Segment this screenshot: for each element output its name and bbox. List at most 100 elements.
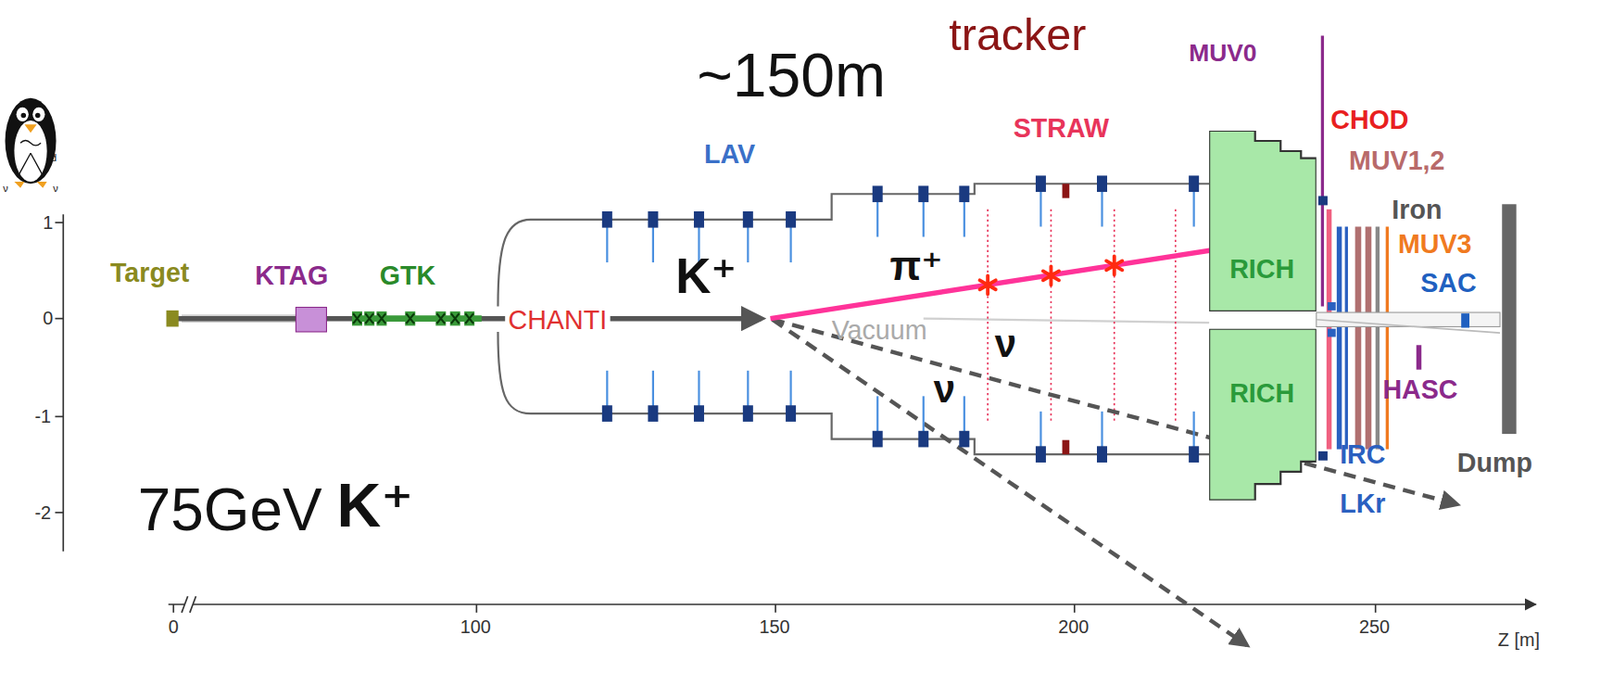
particle-name: ν: [995, 324, 1017, 364]
lav-station: [693, 370, 705, 422]
rich-label: RICH: [1229, 254, 1295, 282]
muv3: [1385, 226, 1389, 450]
rich-detector: RICH: [1209, 130, 1317, 312]
muv1: [1355, 226, 1362, 450]
detector-name: HASC: [1382, 375, 1458, 403]
penguin-neutrino: ν: [52, 183, 59, 194]
axis-tick: 250: [1359, 617, 1390, 636]
penguin-neutrino: ν: [2, 183, 9, 194]
detector-name: LKr: [1339, 490, 1386, 517]
track-hit: [1106, 255, 1122, 275]
axis-tick: -2: [34, 503, 51, 522]
lav-station: [647, 370, 658, 422]
detector-name: Iron: [1391, 195, 1442, 223]
dump: [1501, 203, 1516, 434]
detector-name: MUV1,2: [1348, 147, 1445, 175]
irc-block: [1327, 302, 1336, 311]
lav-station: [872, 395, 883, 447]
lav-block: [1318, 451, 1328, 461]
tracker: tracker: [948, 12, 1086, 57]
detector-name: CHANTI: [504, 304, 610, 334]
neutrino-track: [772, 319, 1248, 645]
particle-name: K⁺: [675, 251, 737, 302]
sac: [1461, 313, 1470, 328]
lav-station: [1096, 175, 1108, 227]
lav-station: [1188, 411, 1199, 463]
beam-energy: 75GeV: [138, 479, 323, 540]
lav-station: [743, 370, 754, 422]
axis-tick: 200: [1058, 617, 1089, 636]
axis-tick: 100: [460, 617, 492, 636]
lav-station: [743, 211, 754, 263]
axis-tick: -1: [34, 406, 51, 426]
axis-tick: 150: [758, 617, 790, 636]
lav-station: [1188, 175, 1199, 227]
gtk-station: [435, 311, 446, 326]
lkr: [1336, 226, 1343, 450]
lav-station: [918, 395, 929, 447]
lav-station: [958, 185, 970, 237]
gtk-station: [352, 311, 363, 326]
hasc: [1416, 344, 1423, 369]
muv2: [1365, 226, 1373, 450]
vacuum-vessel: [497, 183, 1210, 454]
beam-pipe: [1316, 319, 1500, 333]
gtk-station: [364, 311, 375, 326]
axis-title: Z [m]: [1498, 630, 1540, 650]
region-name: Vacuum: [831, 315, 928, 343]
lav-block: [1318, 195, 1328, 205]
lav-station: [918, 185, 929, 237]
lav-station: [872, 185, 883, 237]
detector-name: MUV0: [1188, 40, 1257, 65]
rich-outline: [1209, 130, 1317, 312]
detector-name: SAC: [1420, 269, 1476, 297]
neutrino-track: [772, 319, 1458, 504]
detector-name: CHOD: [1330, 106, 1409, 134]
rich-detector: RICH: [1209, 328, 1317, 501]
track-hit: [1043, 265, 1059, 285]
detector-name: IRC: [1339, 440, 1386, 468]
detector-name: GTK: [379, 262, 436, 290]
irc: [1345, 226, 1349, 450]
rich-label: RICH: [1229, 379, 1295, 407]
z-axis: [168, 595, 1537, 613]
lav-station: [602, 370, 613, 422]
penguin-icon: [5, 98, 57, 189]
particle-name: π⁺: [889, 244, 943, 286]
distance: ~150m: [696, 44, 886, 106]
detector-name: Target: [110, 259, 189, 287]
particle-name: K⁺: [336, 475, 414, 537]
iron: [1375, 226, 1380, 450]
axis-tick: 0: [168, 617, 179, 636]
lav-station: [647, 211, 658, 263]
gtk-station: [450, 311, 461, 326]
lav-station: [602, 211, 613, 263]
lav-station: [1096, 411, 1108, 463]
straw-chambers: [987, 209, 1176, 421]
detector-name: MUV3: [1398, 230, 1473, 258]
y-axis: [54, 214, 63, 551]
lav-station: [785, 370, 796, 422]
irc-block: [1327, 328, 1336, 338]
straw-magnet: [1062, 440, 1071, 454]
penguin-quark: d: [50, 152, 57, 164]
detector-name: KTAG: [254, 262, 328, 290]
beam-pipe: [923, 318, 1210, 323]
rich-outline: [1209, 328, 1317, 501]
axis-tick: 1: [42, 213, 53, 232]
lav-station: [1035, 175, 1046, 227]
detector-name: LAV: [704, 140, 756, 168]
particle-name: ν: [933, 369, 956, 409]
gtk-station: [404, 311, 416, 326]
muv0: [1321, 36, 1324, 307]
gtk-station: [376, 311, 387, 326]
lav-station: [958, 395, 970, 447]
axis-tick: 0: [42, 309, 53, 328]
detector-name: Dump: [1457, 449, 1533, 477]
gtk-station: [464, 311, 475, 326]
track-hit: [980, 275, 996, 294]
detector-name: STRAW: [1013, 113, 1109, 141]
beam-pipe: [1316, 312, 1500, 327]
ktag: [295, 307, 327, 332]
